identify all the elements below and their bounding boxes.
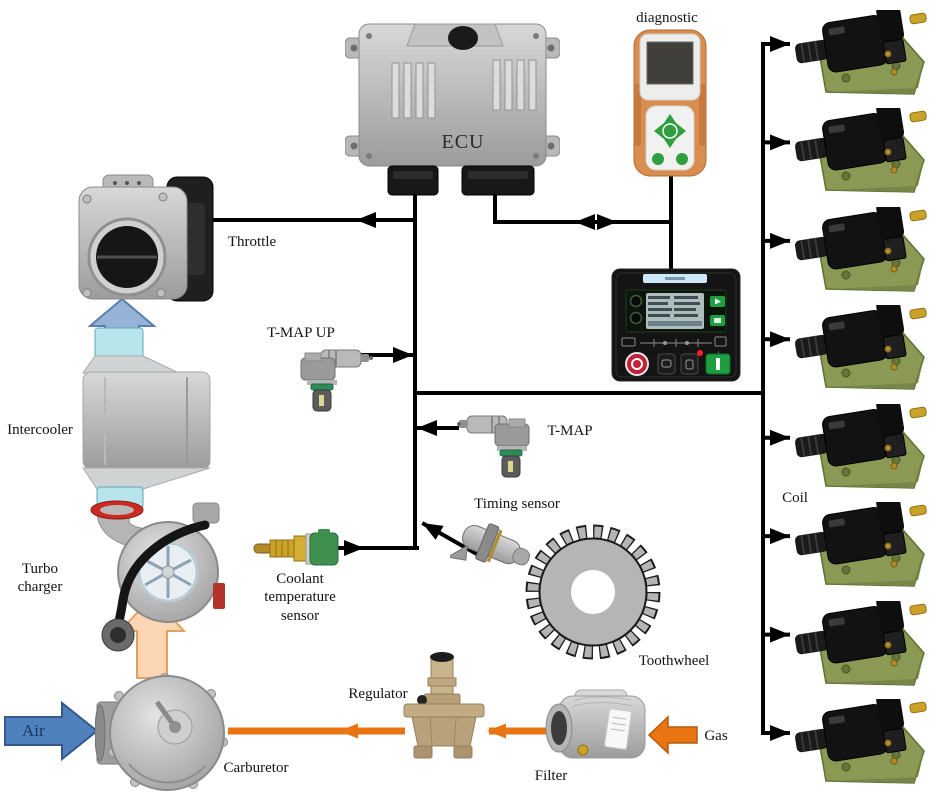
filter-label: Filter bbox=[534, 768, 568, 784]
timing-sensor-label: Timing sensor bbox=[474, 496, 560, 512]
ignition-coil-image bbox=[790, 299, 932, 399]
tmap-up-label: T-MAP UP bbox=[267, 325, 335, 341]
coolant-sensor-label: Coolant temperature sensor bbox=[264, 571, 336, 624]
coil-label: Coil bbox=[782, 490, 808, 506]
tmap-label: T-MAP bbox=[547, 423, 593, 439]
toothwheel-image bbox=[518, 518, 668, 668]
tmap-sensor-image bbox=[457, 406, 537, 480]
diagnostic-label: diagnostic bbox=[636, 10, 698, 26]
tmap-up-sensor-image bbox=[293, 340, 373, 414]
turbo-charger-image bbox=[85, 495, 235, 655]
ignition-coil-image bbox=[790, 496, 932, 596]
diagnostic-tool-image bbox=[628, 26, 712, 180]
throttle-image bbox=[75, 173, 215, 310]
filter-image bbox=[545, 688, 650, 770]
timing-sensor-image bbox=[446, 512, 545, 587]
air-label: Air bbox=[22, 721, 45, 740]
intercooler-image bbox=[75, 325, 215, 515]
ignition-coil-image bbox=[790, 102, 932, 202]
regulator-label: Regulator bbox=[348, 686, 408, 702]
carburetor-image bbox=[94, 672, 240, 794]
gas-label: Gas bbox=[704, 728, 728, 744]
ignition-coil-image bbox=[790, 4, 932, 104]
carburetor-label: Carburetor bbox=[223, 760, 289, 776]
controller-image: - + bbox=[610, 265, 742, 383]
coolant-sensor-image bbox=[252, 528, 340, 570]
ignition-coil-image bbox=[790, 594, 932, 695]
throttle-label: Throttle bbox=[227, 234, 277, 250]
toothwheel-label: Toothwheel bbox=[638, 653, 710, 669]
ignition-coil-image bbox=[790, 693, 932, 793]
turbo-charger-label: Turbo charger bbox=[17, 561, 63, 596]
coil-branch-wires bbox=[761, 36, 790, 741]
ecu-image: ECU bbox=[344, 8, 561, 196]
ignition-coil-image bbox=[790, 397, 932, 498]
regulator-image bbox=[398, 650, 490, 762]
ecu-label: ECU bbox=[441, 131, 485, 153]
intercooler-label: Intercooler bbox=[7, 422, 73, 438]
ignition-coil-image bbox=[790, 200, 932, 301]
